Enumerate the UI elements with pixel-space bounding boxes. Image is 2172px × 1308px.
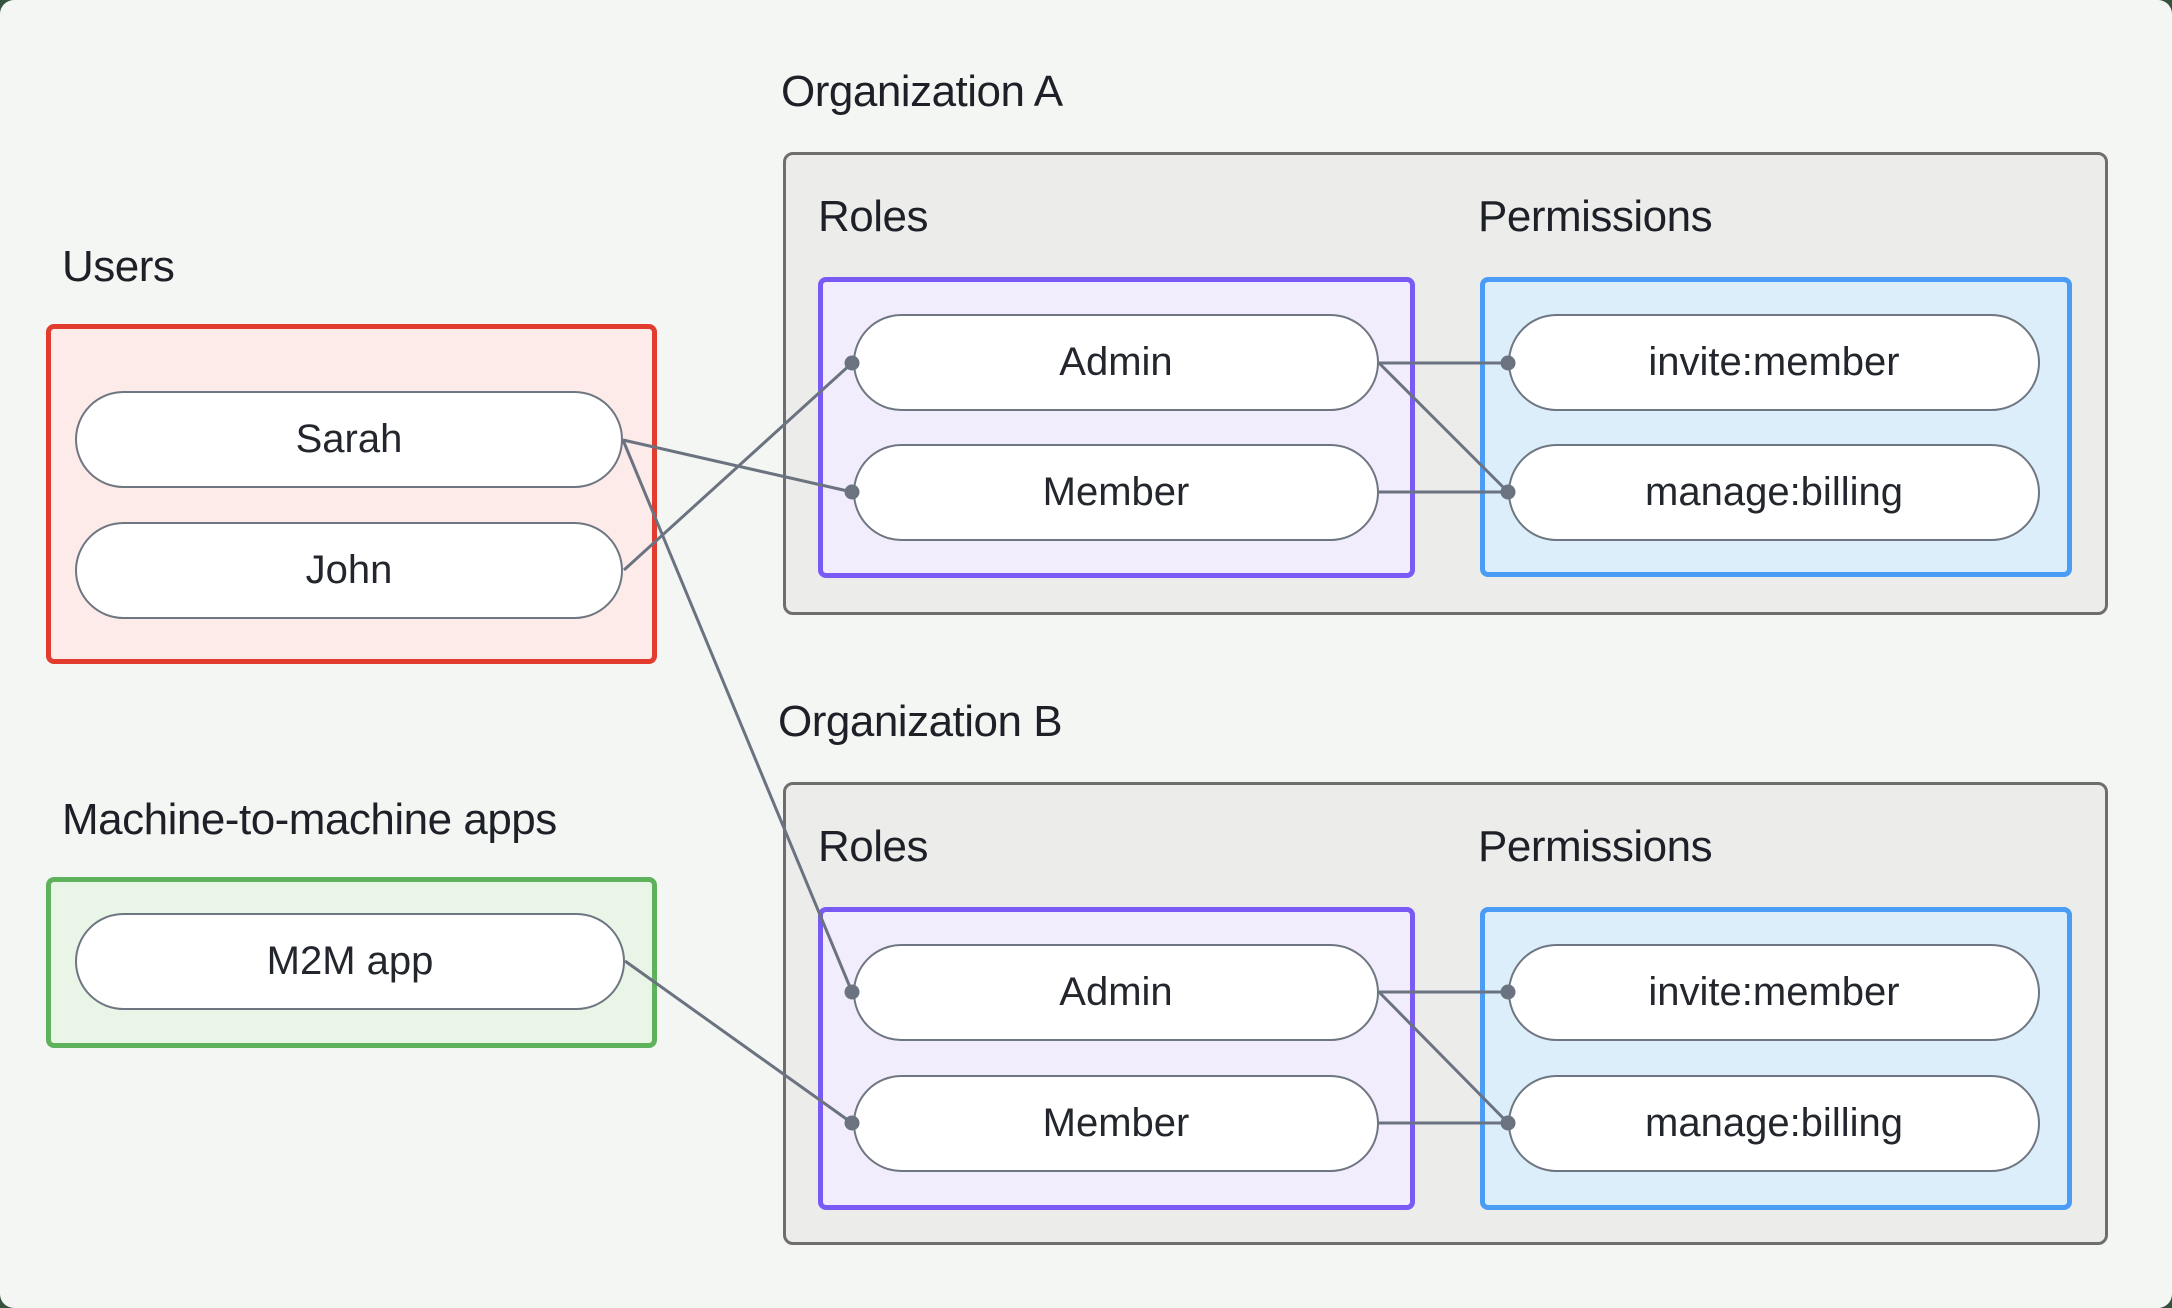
org-a-roles-label: Roles: [818, 192, 929, 241]
user-node-label: Sarah: [295, 417, 403, 461]
org-b-permission-invite-member: invite:member: [1508, 944, 2040, 1041]
m2m-group-label: Machine-to-machine apps: [62, 795, 557, 844]
org-a-permissions-label: Permissions: [1478, 192, 1713, 241]
permission-node-label: invite:member: [1648, 970, 1900, 1014]
org-b-roles-label: Roles: [818, 822, 929, 871]
m2m-app-node: M2M app: [75, 913, 625, 1010]
org-a-permission-manage-billing: manage:billing: [1508, 444, 2040, 541]
role-node-label: Member: [1042, 470, 1190, 514]
org-b-title: Organization B: [778, 697, 1063, 746]
org-b-permissions-label: Permissions: [1478, 822, 1713, 871]
m2m-app-node-label: M2M app: [266, 939, 434, 983]
permission-node-label: manage:billing: [1645, 470, 1903, 514]
org-a-permission-invite-member: invite:member: [1508, 314, 2040, 411]
org-a-role-member: Member: [853, 444, 1379, 541]
user-node-sarah: Sarah: [75, 391, 623, 488]
user-node-john: John: [75, 522, 623, 619]
org-b-permission-manage-billing: manage:billing: [1508, 1075, 2040, 1172]
org-a-title: Organization A: [781, 67, 1063, 116]
role-node-label: Member: [1042, 1101, 1190, 1145]
permission-node-label: invite:member: [1648, 340, 1900, 384]
users-group-label: Users: [62, 242, 175, 291]
role-node-label: Admin: [1059, 970, 1173, 1014]
org-b-role-member: Member: [853, 1075, 1379, 1172]
org-a-role-admin: Admin: [853, 314, 1379, 411]
org-b-role-admin: Admin: [853, 944, 1379, 1041]
user-node-label: John: [305, 548, 393, 592]
role-node-label: Admin: [1059, 340, 1173, 384]
permission-node-label: manage:billing: [1645, 1101, 1903, 1145]
